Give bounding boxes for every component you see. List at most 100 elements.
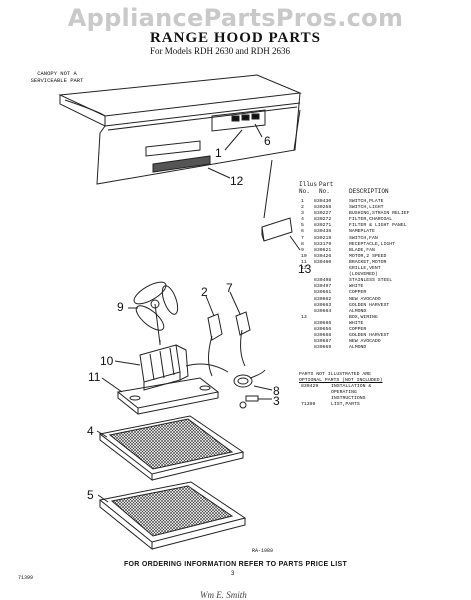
part-description: GOLDEN HARVEST	[349, 302, 390, 308]
part-illus-number: 7	[301, 235, 304, 241]
watermark: AppliancePartsPros.com	[67, 4, 404, 32]
callout-8: 8	[273, 384, 280, 398]
header-illus: Illus	[299, 181, 318, 188]
light-receptacle	[233, 369, 266, 388]
part-number: 830662	[314, 296, 332, 302]
notes-description: INSTALLATION &	[331, 384, 372, 389]
parts-list-row: 3 830227 BUSHING,STRAIN RELIEF	[299, 211, 469, 217]
part-number: 830438	[314, 229, 332, 235]
notes-description: OPERATING	[331, 390, 357, 396]
part-description: FILTER & LIGHT PANEL	[349, 223, 407, 229]
part-description: NAMEPLATE	[349, 229, 375, 235]
part-number: 830669	[314, 345, 332, 351]
callout-6: 6	[264, 134, 271, 148]
handwritten-signature: Wm E. Smith	[200, 590, 247, 600]
notes-heading-2: OPTIONAL PARTS (NOT INCLUDED)	[299, 378, 383, 383]
light-switch	[205, 295, 223, 377]
part-illus-number: 10	[301, 253, 307, 259]
part-description: NEW AVOCADO	[349, 296, 381, 302]
part-description: WHITE	[349, 320, 364, 326]
part-description: FILTER,CHARCOAL	[349, 217, 393, 223]
fan-switch	[229, 291, 251, 367]
part-illus-number: 11	[301, 259, 307, 265]
part-number: 830621	[314, 247, 332, 253]
document-code: 71399	[18, 575, 34, 581]
part-description: ALMOND	[349, 345, 367, 351]
notes-part-number: 830429	[301, 384, 319, 389]
part-description: STAINLESS STEEL	[349, 278, 393, 284]
part-number: 830498	[314, 278, 332, 284]
part-illus-number: 1	[301, 199, 304, 204]
part-number: 830668	[314, 333, 332, 339]
model-subtitle: For Models RDH 2630 and RDH 2636	[150, 46, 291, 56]
callout-5: 5	[87, 488, 94, 502]
part-number: 830227	[314, 211, 332, 217]
callout-2: 2	[201, 285, 208, 299]
part-description: SWITCH,FAN	[349, 235, 378, 241]
parts-list-row: 12 GRILLE,VENT	[299, 266, 469, 272]
part-description: GOLDEN HARVEST	[349, 333, 390, 339]
header-illus-no: No.	[299, 188, 310, 195]
motor-bracket	[116, 377, 220, 415]
filter-light-panel	[98, 481, 247, 551]
parts-list-row: 830668 GOLDEN HARVEST	[299, 333, 469, 339]
header-part-no: No.	[319, 188, 330, 195]
part-number: 830687	[314, 339, 332, 345]
part-description: MOTOR,2 SPEED	[349, 253, 387, 259]
vent-grille	[145, 140, 211, 173]
ordering-footer: FOR ORDERING INFORMATION REFER TO PARTS …	[123, 561, 348, 568]
parts-list-row: 830669 ALMOND	[299, 345, 469, 351]
part-illus-number: 9	[301, 247, 304, 253]
part-description: GRILLE,VENT	[349, 266, 381, 272]
callout-4: 4	[87, 424, 94, 438]
notes-row: OPERATING	[299, 390, 469, 396]
charcoal-filter	[98, 415, 245, 482]
strain-relief-bushing	[239, 395, 259, 409]
page-title: RANGE HOOD PARTS	[149, 30, 322, 46]
part-number: 830656	[314, 326, 332, 332]
parts-list-row: 830662 NEW AVOCADO	[299, 297, 469, 303]
part-number: 830686	[314, 320, 332, 326]
callout-7: 7	[226, 281, 233, 295]
notes-row: 830429 INSTALLATION &	[299, 384, 469, 390]
notes-part-number: 71399	[301, 402, 316, 408]
parts-list-row: 7 830219 SWITCH,FAN	[299, 236, 469, 242]
part-number: 830664	[314, 308, 332, 314]
part-number: 830272	[314, 217, 332, 223]
part-description: SWITCH,LIGHT	[349, 205, 384, 211]
callout-9: 9	[117, 300, 124, 314]
callout-13: 13	[298, 262, 312, 276]
part-description: (LOUVERED)	[349, 272, 378, 278]
callout-12: 12	[230, 174, 244, 188]
fan-blade	[133, 281, 179, 345]
part-description: RECEPTACLE,LIGHT	[349, 241, 396, 247]
part-illus-number: 12	[301, 266, 307, 272]
part-number: 830430	[314, 199, 332, 204]
motor	[139, 340, 189, 391]
part-description: SWITCH,PLATE	[349, 199, 384, 204]
part-number: 830219	[314, 235, 332, 241]
callout-10: 10	[100, 354, 114, 368]
part-description: BOX,WIRING	[349, 314, 378, 320]
part-illus-number: 3	[301, 211, 304, 217]
page-number: 3	[231, 571, 235, 577]
header-part: Part	[319, 181, 334, 188]
part-description: BUSHING,STRAIN RELIEF	[349, 211, 410, 217]
notes-description: INSTRUCTIONS	[331, 396, 366, 402]
part-illus-number: 2	[301, 205, 304, 211]
canopy-left-edge	[59, 95, 106, 127]
